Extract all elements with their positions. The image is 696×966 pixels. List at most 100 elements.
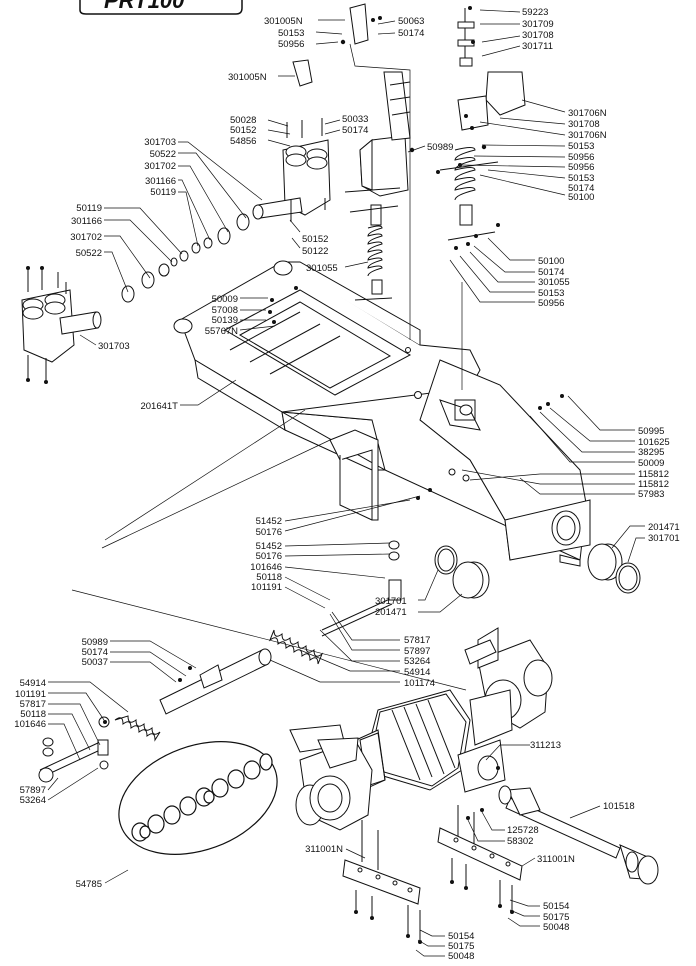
label-101174: 101174 <box>404 678 435 689</box>
label-50175: 50175 <box>448 941 474 952</box>
main-frame-201641T <box>173 260 591 567</box>
label-53264: 53264 <box>20 795 46 806</box>
label-50989: 50989 <box>82 637 108 648</box>
label-59223: 59223 <box>522 7 548 18</box>
label-57817: 57817 <box>404 635 430 646</box>
label-53264: 53264 <box>404 656 430 667</box>
label-54914: 54914 <box>20 678 46 689</box>
label-51452: 51452 <box>256 541 282 552</box>
label-57008: 57008 <box>212 305 238 316</box>
label-301005n: 301005N <box>264 16 303 27</box>
label-50174: 50174 <box>82 647 108 658</box>
leader-lines <box>47 9 645 957</box>
label-50989: 50989 <box>427 142 453 153</box>
label-50009: 50009 <box>638 458 664 469</box>
label-57817: 57817 <box>20 699 46 710</box>
label-38295: 38295 <box>638 447 664 458</box>
label-50174: 50174 <box>342 125 368 136</box>
label-50956: 50956 <box>568 152 594 163</box>
label-50522: 50522 <box>150 149 176 160</box>
label-50175: 50175 <box>543 912 569 923</box>
label-115812: 115812 <box>638 479 669 490</box>
label-311001n: 311001N <box>537 854 575 865</box>
label-50028: 50028 <box>230 115 256 126</box>
label-50153: 50153 <box>278 28 304 39</box>
label-301005n: 301005N <box>228 72 267 83</box>
label-50956: 50956 <box>538 298 564 309</box>
label-301702: 301702 <box>70 232 102 243</box>
label-301703: 301703 <box>98 341 130 352</box>
front-axle-gearbox <box>289 627 553 831</box>
label-50063: 50063 <box>398 16 424 27</box>
label-50118: 50118 <box>256 572 282 583</box>
label-301706n: 301706N <box>568 130 607 141</box>
label-301166: 301166 <box>145 176 176 187</box>
label-50100: 50100 <box>538 256 564 267</box>
label-50154: 50154 <box>543 901 569 912</box>
label-50119: 50119 <box>76 203 102 214</box>
label-311213: 311213 <box>530 740 561 751</box>
label-50009: 50009 <box>212 294 238 305</box>
lower-left-end-housing <box>21 270 102 380</box>
label-301711: 301711 <box>522 41 553 52</box>
label-301055: 301055 <box>306 263 338 274</box>
label-301701: 301701 <box>648 533 680 544</box>
label-54914: 54914 <box>404 667 430 678</box>
upper-left-bracket-assembly <box>121 118 331 303</box>
part-labels: 301005N 50153 50956 50063 50174 59223 30… <box>14 7 679 962</box>
label-101646: 101646 <box>250 562 282 573</box>
label-50122: 50122 <box>302 246 328 257</box>
label-50153: 50153 <box>568 141 594 152</box>
label-50153: 50153 <box>538 288 564 299</box>
label-50174: 50174 <box>568 183 594 194</box>
label-101191: 101191 <box>251 582 282 593</box>
label-57897: 57897 <box>20 785 46 796</box>
label-50048: 50048 <box>448 951 474 962</box>
label-101625: 101625 <box>638 437 670 448</box>
label-115812: 115812 <box>638 469 669 480</box>
label-50956: 50956 <box>568 162 594 173</box>
label-50995: 50995 <box>638 426 664 437</box>
label-301055: 301055 <box>538 277 570 288</box>
drive-shaft-101518 <box>498 785 659 885</box>
center-spring-assembly-301055 <box>292 3 411 301</box>
label-58302: 58302 <box>507 836 533 847</box>
label-54785: 54785 <box>76 879 102 890</box>
label-50956: 50956 <box>278 39 304 50</box>
label-311001n: 311001N <box>305 844 343 855</box>
label-50048: 50048 <box>543 922 569 933</box>
label-50176: 50176 <box>256 527 282 538</box>
label-55767n: 55767N <box>205 326 238 337</box>
label-57983: 57983 <box>638 489 664 500</box>
right-spring-assembly-301706N <box>439 8 526 241</box>
label-301708: 301708 <box>568 119 600 130</box>
label-50153: 50153 <box>568 173 594 184</box>
label-301703: 301703 <box>144 137 176 148</box>
label-50100: 50100 <box>568 192 594 203</box>
label-50152: 50152 <box>302 234 328 245</box>
title-tab: PRT100 <box>79 0 243 15</box>
fasteners <box>26 6 564 944</box>
mounting-plates-311001N <box>342 805 523 940</box>
label-201471: 201471 <box>648 522 680 533</box>
label-50152: 50152 <box>230 125 256 136</box>
label-301709: 301709 <box>522 19 554 30</box>
label-50118: 50118 <box>20 709 46 720</box>
label-50154: 50154 <box>448 931 474 942</box>
label-101518: 101518 <box>603 801 635 812</box>
seal-kit-54785 <box>118 741 278 855</box>
label-50522: 50522 <box>76 248 102 259</box>
label-301708: 301708 <box>522 30 554 41</box>
label-301706n: 301706N <box>568 108 607 119</box>
bushings-201471-301701 <box>434 543 641 599</box>
label-50176: 50176 <box>256 551 282 562</box>
label-50033: 50033 <box>342 114 368 125</box>
label-50174: 50174 <box>538 267 564 278</box>
label-301166: 301166 <box>71 216 102 227</box>
label-51452: 51452 <box>256 516 282 527</box>
label-54856: 54856 <box>230 136 256 147</box>
label-101646: 101646 <box>14 719 46 730</box>
label-57897: 57897 <box>404 646 430 657</box>
